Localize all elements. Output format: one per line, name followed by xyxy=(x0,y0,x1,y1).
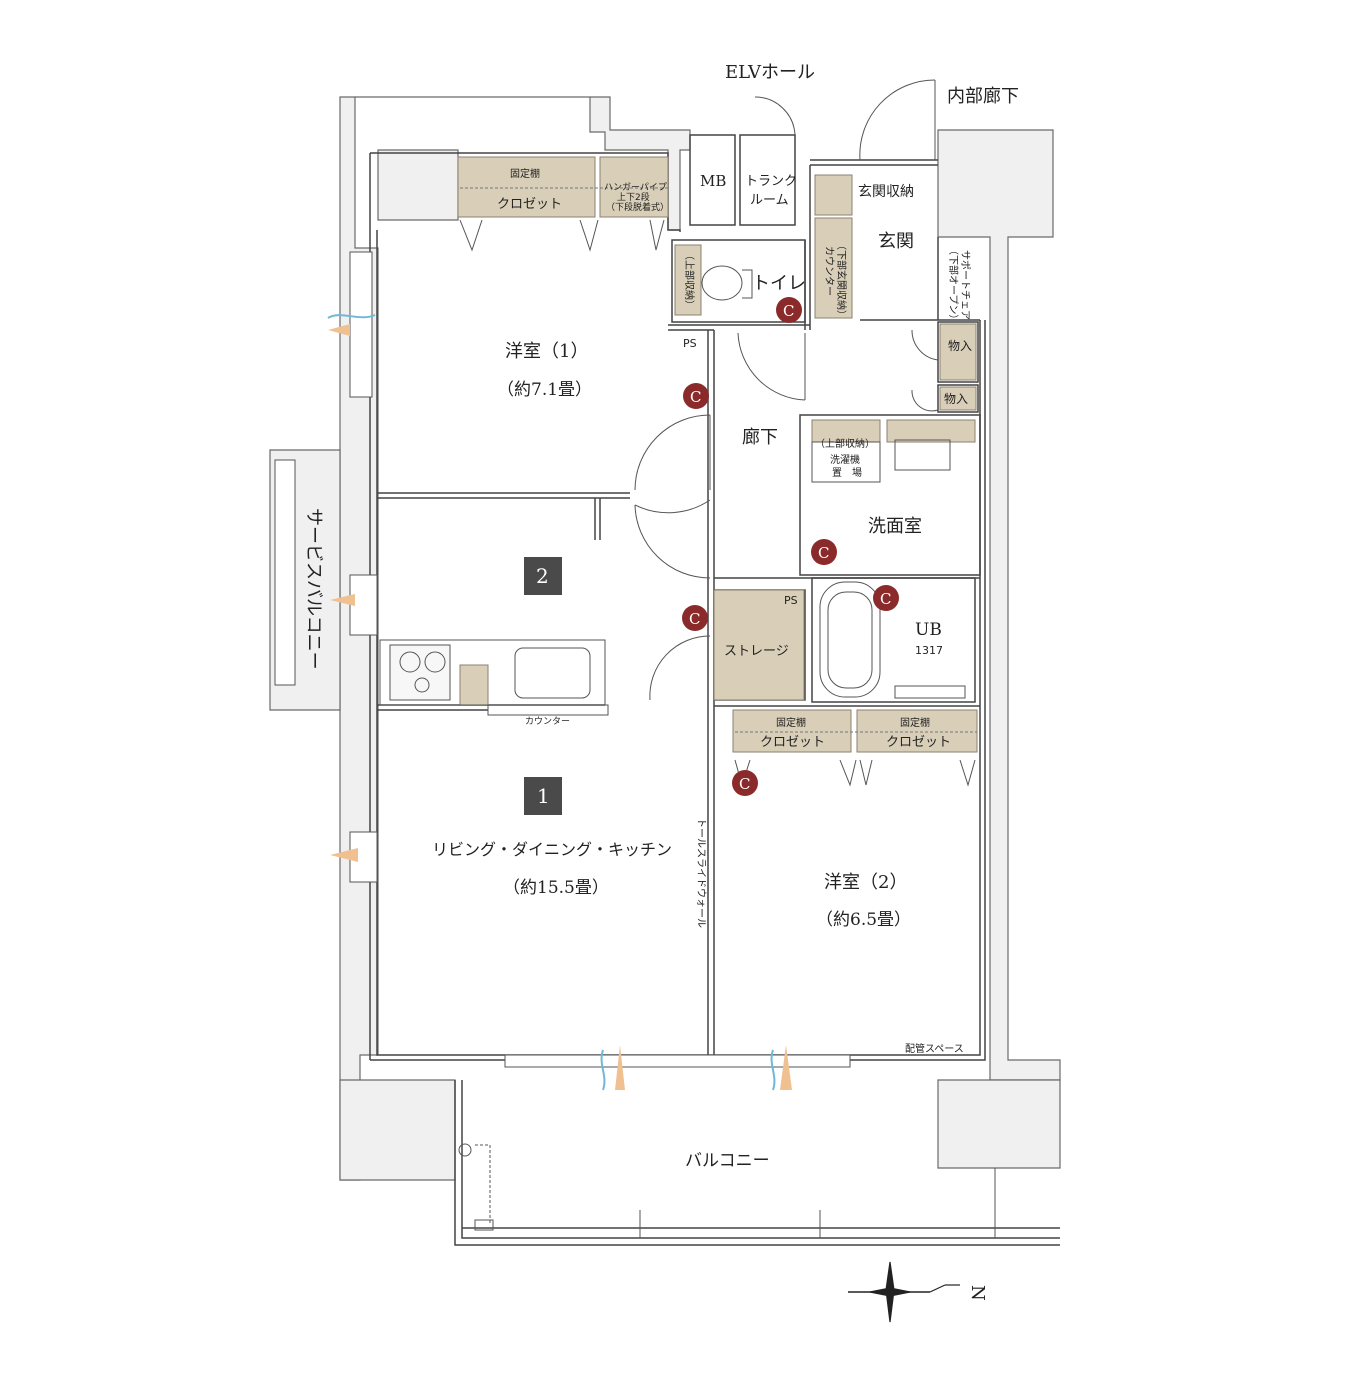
c-mark-letter: C xyxy=(818,544,829,562)
storage-fills xyxy=(457,156,978,753)
ps-label-2: PS xyxy=(784,594,798,607)
washer-label-1: 洗濯機 xyxy=(830,453,860,466)
hallway-label: 廊下 xyxy=(742,427,778,448)
toilet-label: トイレ xyxy=(752,273,806,294)
c-mark-letter: C xyxy=(689,610,700,628)
storage-a-label: 物入 xyxy=(948,339,972,353)
washer-upper-label: （上部収納） xyxy=(815,437,875,450)
ldk-label: リビング・ダイニング・キッチン xyxy=(432,840,672,859)
elv-hall-label: ELVホール xyxy=(725,62,815,83)
c-mark-letter: C xyxy=(690,388,701,406)
vent-marks xyxy=(327,314,792,1091)
service-balcony-label: サービスバルコニー xyxy=(303,508,324,670)
entrance-storage-label: 玄関収納 xyxy=(858,183,914,200)
closet-2-label: クロゼット xyxy=(760,735,825,750)
vanity xyxy=(811,439,951,483)
c-marks xyxy=(682,297,899,796)
ps-label-1: PS xyxy=(683,337,697,350)
toilet-upper-storage xyxy=(674,244,702,316)
hanger-closet-west1 xyxy=(599,156,669,218)
ldk-size: （約15.5畳） xyxy=(503,878,609,898)
hanger-label-3: （下段脱着式） xyxy=(606,201,669,213)
counter-vertical-label: カウンター xyxy=(823,246,835,296)
closet-shelf-3-label: 固定棚 xyxy=(900,716,930,729)
closet-3-label: クロゼット xyxy=(886,735,951,750)
support-chair-label: サポートチェア xyxy=(959,250,971,320)
kitchen-counter-label: カウンター xyxy=(525,716,570,727)
closet-shelf-1-label: 固定棚 xyxy=(510,167,540,180)
c-mark-letter: C xyxy=(880,590,891,608)
storage-box-a xyxy=(939,323,977,381)
closet-doors xyxy=(459,219,976,787)
entrance-storage-box xyxy=(814,174,853,216)
washroom-label: 洗面室 xyxy=(868,516,922,537)
closet-details xyxy=(460,187,977,733)
toilet-storage-label: （上部収納） xyxy=(683,250,696,310)
toilet-fixture xyxy=(701,265,753,301)
inner-corridor-label: 内部廊下 xyxy=(947,86,1019,107)
pipe-space-label: 配管スペース xyxy=(905,1042,964,1055)
counter-vertical-sub: （下部玄関収納） xyxy=(835,240,848,320)
compass-icon xyxy=(848,1261,960,1323)
entrance-label: 玄関 xyxy=(878,231,914,252)
storage-box-b xyxy=(939,386,977,411)
storage-room xyxy=(713,589,805,701)
western-1-size: （約7.1畳） xyxy=(497,380,592,400)
door-swings xyxy=(634,79,939,701)
balcony-label: バルコニー xyxy=(685,1151,770,1171)
storage-b-label: 物入 xyxy=(944,392,968,406)
kitchen xyxy=(379,639,609,716)
western-1-label: 洋室（1） xyxy=(505,341,588,362)
closet-west2-b xyxy=(856,709,978,753)
closet-1-label: クロゼット xyxy=(497,197,562,212)
closet-shelf-west1 xyxy=(457,156,596,218)
trunk-room-label-2: ルーム xyxy=(750,193,789,208)
ub-size-label: 1317 xyxy=(915,644,943,657)
trunk-room-label-1: トランク xyxy=(745,174,797,189)
c-mark-letter: C xyxy=(783,302,794,320)
c-mark-letter: C xyxy=(739,775,750,793)
kitchen-sink-counter xyxy=(459,664,489,706)
room-badge-2-text: 2 xyxy=(536,564,549,588)
north-label: N xyxy=(967,1285,988,1301)
room-badge-1-text: 1 xyxy=(537,784,550,808)
closet-west2-a xyxy=(732,709,852,753)
washer-label-2: 置 場 xyxy=(832,466,862,479)
support-chair-sub: （下部オープン） xyxy=(947,245,960,324)
windows xyxy=(274,251,851,1068)
ub-label: UB xyxy=(915,620,942,640)
room-badge-1 xyxy=(524,777,562,815)
bathtub xyxy=(819,581,966,699)
western-2-size: （約6.5畳） xyxy=(816,910,911,930)
western-2-label: 洋室（2） xyxy=(824,872,907,893)
tall-slide-label: トールスライドウォール xyxy=(695,818,707,928)
washroom-upper xyxy=(886,419,976,443)
balcony-misc xyxy=(458,1143,996,1238)
closet-shelf-2-label: 固定棚 xyxy=(776,716,806,729)
mb-label: MB xyxy=(700,172,726,190)
storage-room-label: ストレージ xyxy=(724,644,789,659)
entrance-counter xyxy=(814,217,853,319)
hanger-label-1: ハンガーパイプ xyxy=(604,182,667,193)
c-mark-letters: C C C C C C xyxy=(689,302,891,793)
hanger-label-2: 上下2段 xyxy=(617,191,650,203)
room-badge-2 xyxy=(524,557,562,595)
